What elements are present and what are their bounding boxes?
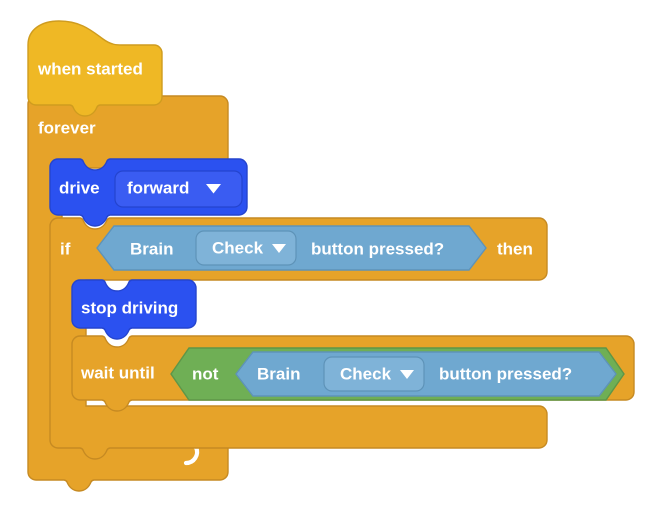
brain-button-dropdown-bg[interactable] [195,230,297,266]
stop-driving-block-shape[interactable] [71,279,197,340]
brain-button-dropdown-2-bg[interactable] [323,356,425,392]
boolean-brain-check-button-pressed[interactable]: Brain Check button pressed? [96,225,487,271]
boolean-brain-check-button-pressed-2[interactable]: Brain Check button pressed? [235,351,617,397]
brain-button-dropdown-2[interactable]: Check [323,356,425,392]
brain-button-dropdown[interactable]: Check [195,230,297,266]
chevron-down-icon[interactable] [272,244,286,253]
chevron-down-icon[interactable] [206,184,221,194]
drive-direction-dropdown-bg[interactable] [114,170,243,208]
block-drive-forward[interactable]: drive forward [49,158,248,227]
drive-direction-dropdown[interactable]: forward [114,170,243,208]
if-then-block-shape[interactable] [49,217,548,460]
when-started-block-shape[interactable] [27,20,163,117]
chevron-down-icon[interactable] [400,370,414,379]
block-when-started[interactable]: when started [27,20,163,117]
block-stop-driving[interactable]: stop driving [71,279,197,340]
brain-check-hexagon-shape-2[interactable] [235,351,617,397]
